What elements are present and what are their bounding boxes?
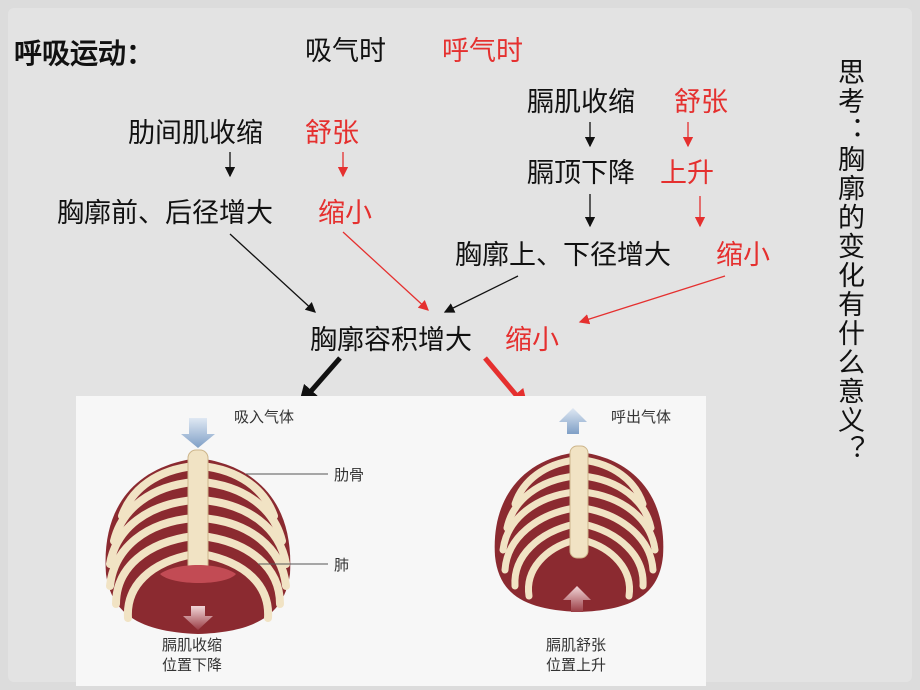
inhale-bottom-line2: 位置下降: [162, 656, 223, 674]
exhale-air-arrow-icon: [559, 408, 587, 434]
exhale-heading: 呼气时: [442, 36, 523, 67]
arrow-to-inhale: [298, 356, 342, 406]
chest-front-back: 胸廓前、后径增大: [57, 198, 273, 229]
arrow-to-exhale: [483, 356, 529, 410]
arrow-left-2: [229, 233, 316, 313]
exhale-bottom-line1: 膈肌舒张: [546, 636, 607, 654]
inhale-ribcage: [105, 418, 328, 634]
chest-up-down-exhale: 缩小: [716, 240, 770, 271]
inhale-bottom-line1: 膈肌收缩: [162, 636, 223, 654]
inhale-caption: 吸入气体: [234, 408, 295, 426]
diaphragm-top-down: 膈顶下降: [527, 158, 635, 189]
ribcage-illustration: [105, 408, 664, 634]
arrow-right-3: [443, 275, 519, 313]
slide-title: 呼吸运动：: [14, 37, 155, 70]
ribcage-figure-panel: 吸入气体 呼出气体 肋骨 肺 膈肌收缩 位置下降 膈肌舒张 位置上升: [76, 396, 706, 686]
diaphragm-up-arrow-icon: [563, 586, 591, 612]
diaphragm-top-up: 上升: [660, 158, 714, 189]
exhale-bottom-line2: 位置上升: [546, 656, 607, 674]
lung-label: 肺: [334, 556, 350, 574]
intercostal-relax: 舒张: [305, 118, 359, 149]
diaphragm-contract: 膈肌收缩: [527, 87, 635, 118]
chest-up-down: 胸廓上、下径增大: [455, 240, 671, 271]
diaphragm-down-arrow-icon: [183, 606, 213, 630]
side-question: 思考：胸廓的变化有什么意义？: [833, 58, 864, 464]
chest-volume: 胸廓容积增大: [310, 325, 472, 356]
inhale-air-arrow-icon: [181, 418, 215, 448]
chest-volume-exhale: 缩小: [505, 325, 559, 356]
intercostal-contract: 肋间肌收缩: [128, 118, 263, 149]
arrow-left-2-red: [342, 231, 429, 311]
exhale-ribcage: [494, 408, 664, 612]
inhale-heading: 吸气时: [305, 36, 386, 67]
arrow-right-3-red: [578, 275, 726, 325]
exhale-caption: 呼出气体: [611, 408, 672, 426]
rib-label: 肋骨: [334, 466, 365, 484]
chest-front-back-exhale: 缩小: [318, 198, 372, 229]
diaphragm-relax: 舒张: [674, 87, 728, 118]
